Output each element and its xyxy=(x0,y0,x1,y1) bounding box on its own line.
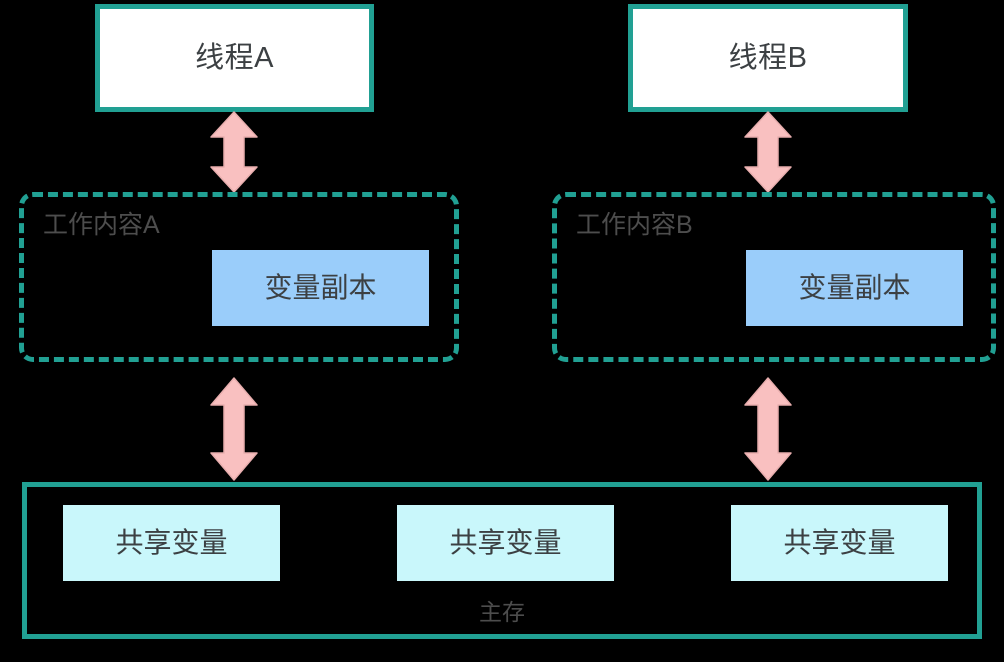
shared-variable-box: 共享变量 xyxy=(397,505,614,581)
main-memory-box: 共享变量 共享变量 共享变量 主存 xyxy=(22,482,982,639)
working-memory-b-label: 工作内容B xyxy=(576,211,693,239)
arrow-working-b-to-main-memory xyxy=(742,376,794,487)
thread-a-box: 线程A xyxy=(95,4,374,112)
working-memory-a-label: 工作内容A xyxy=(43,211,160,239)
shared-variable-box: 共享变量 xyxy=(731,505,948,581)
variable-copy-b-label: 变量副本 xyxy=(798,272,911,303)
working-memory-a-box: 工作内容A 变量副本 xyxy=(19,192,459,362)
variable-copy-b-box: 变量副本 xyxy=(746,250,963,326)
variable-copy-a-label: 变量副本 xyxy=(264,272,377,303)
shared-variable-label: 共享变量 xyxy=(449,527,562,558)
shared-variable-box: 共享变量 xyxy=(63,505,280,581)
thread-b-box: 线程B xyxy=(628,4,908,112)
main-memory-label: 主存 xyxy=(479,599,525,625)
variable-copy-a-box: 变量副本 xyxy=(212,250,429,326)
thread-a-label: 线程A xyxy=(195,41,274,74)
shared-variable-label: 共享变量 xyxy=(783,527,896,558)
arrow-thread-b-to-working-b xyxy=(742,110,794,199)
thread-b-label: 线程B xyxy=(728,41,808,74)
working-memory-b-box: 工作内容B 变量副本 xyxy=(552,192,996,362)
shared-variable-label: 共享变量 xyxy=(115,527,228,558)
arrow-thread-a-to-working-a xyxy=(208,110,260,199)
arrow-working-a-to-main-memory xyxy=(208,376,260,487)
